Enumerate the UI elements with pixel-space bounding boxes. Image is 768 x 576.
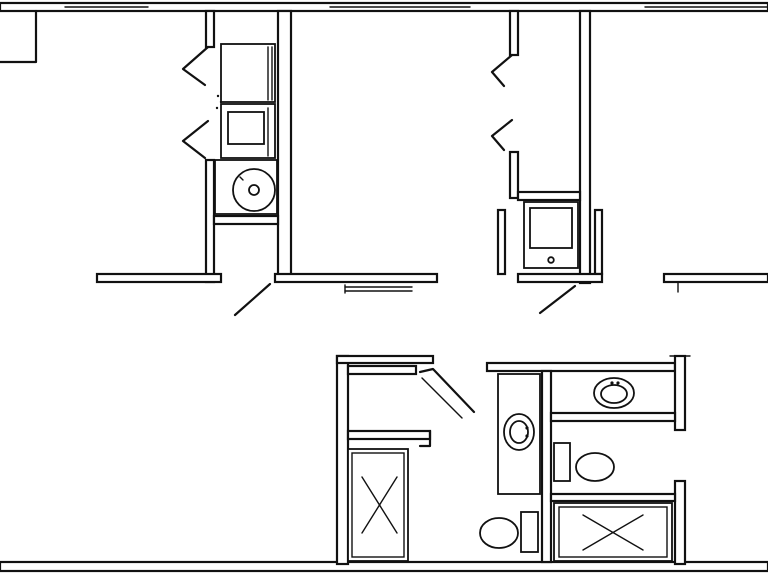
middle-unit-walls (496, 9, 604, 285)
toilet-icon-2 (479, 511, 539, 553)
washer-icon (215, 94, 276, 159)
sink-icon (503, 413, 535, 451)
stacked-washer-dryer-icon (523, 201, 579, 269)
left-unit-entry-door (233, 282, 272, 317)
bathroom-a-door (418, 367, 476, 419)
toilet-icon (553, 442, 615, 482)
dryer-icon (220, 43, 276, 103)
left-unit-threshold (344, 284, 413, 294)
top-exterior-wall (0, 1, 768, 13)
sink-icon-2 (593, 377, 635, 409)
corner-cabinet (0, 9, 38, 64)
left-closet-bifold-doors (181, 45, 210, 160)
right-stub-wall (662, 272, 768, 293)
middle-unit-entry-door (538, 284, 577, 315)
shower-icon (347, 448, 409, 562)
shower-icon-2 (553, 502, 673, 562)
middle-closet-bifold-doors (490, 53, 514, 152)
water-heater-icon (214, 159, 278, 215)
left-unit-walls (95, 9, 439, 284)
bathroom-b-walls (485, 354, 691, 566)
bottom-exterior-wall (0, 560, 768, 573)
